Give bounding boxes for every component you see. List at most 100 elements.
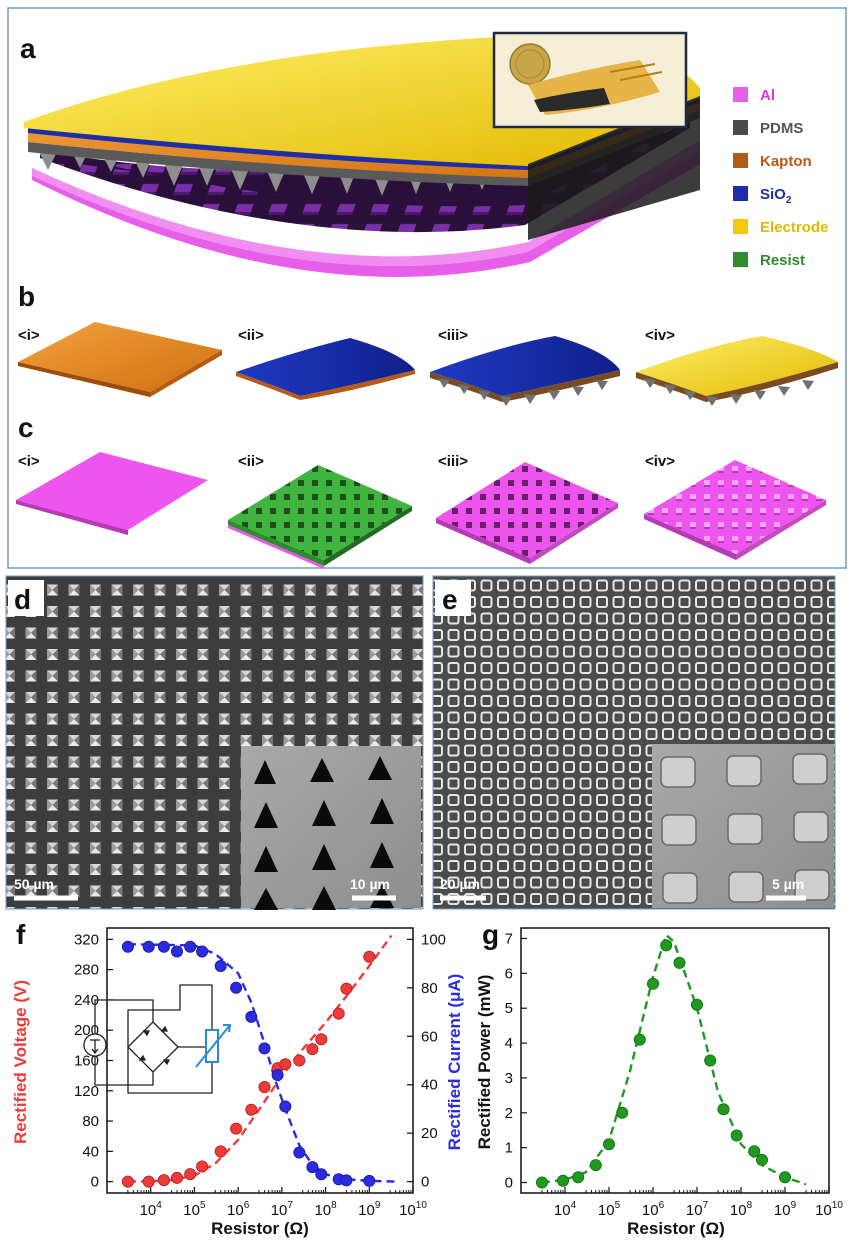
data-point: [142, 940, 155, 953]
data-point: [572, 1171, 585, 1184]
step-label: <ii>: [238, 327, 264, 344]
x-tick-label: 105: [598, 1200, 621, 1219]
data-point: [214, 960, 227, 973]
y-tick-label: 3: [505, 1070, 513, 1087]
y-axis-title-left: Rectified Voltage (V): [11, 980, 30, 1144]
x-tick-label: 106: [227, 1200, 250, 1219]
step-label: <iv>: [645, 453, 675, 470]
sio2-coated-sheet: [236, 338, 415, 396]
panel-label-a: a: [20, 33, 36, 64]
data-point: [633, 1033, 646, 1046]
pyramid-inset-array: [254, 756, 394, 910]
y-tick-label: 0: [91, 1174, 99, 1191]
y-tick-label: 240: [74, 992, 99, 1009]
data-point: [717, 1103, 730, 1116]
data-point: [121, 940, 134, 953]
process-b: <i> <ii> <iii> <iv>: [18, 322, 838, 406]
fit-line: [127, 934, 393, 1183]
svg-text:10 µm: 10 µm: [350, 876, 390, 892]
svg-text:50 µm: 50 µm: [14, 876, 54, 892]
device-photo-inset: [492, 31, 688, 129]
legend-swatch: [733, 219, 748, 234]
legend-item-resist: Resist: [733, 252, 805, 269]
x-tick-label: 1010: [399, 1200, 427, 1219]
data-point: [142, 1175, 155, 1188]
data-point: [603, 1138, 616, 1151]
x-axis-title-f: Resistor (Ω): [211, 1219, 309, 1238]
legend-item-pdms: PDMS: [733, 120, 803, 137]
bridge-rectifier-icon: [127, 1021, 179, 1073]
data-point: [196, 1160, 209, 1173]
data-point: [121, 1175, 134, 1188]
svg-text:Resist: Resist: [760, 252, 805, 269]
electrode-coated-sheet: [636, 336, 838, 396]
data-point: [306, 1161, 319, 1174]
panel-label-d: d: [14, 584, 31, 615]
x-axis-title-g: Resistor (Ω): [627, 1219, 725, 1238]
legend-swatch: [733, 120, 748, 135]
data-point: [340, 982, 353, 995]
data-point: [157, 1174, 170, 1187]
data-point: [293, 1146, 306, 1159]
legend-item-electrode: Electrode: [733, 219, 828, 236]
data-point: [315, 1168, 328, 1181]
data-point: [589, 1159, 602, 1172]
y-tick-label: 5: [505, 1000, 513, 1017]
data-point: [258, 1081, 271, 1094]
fits-g: [541, 932, 807, 1186]
x-tick-label: 109: [774, 1200, 797, 1219]
svg-text:20 µm: 20 µm: [440, 876, 480, 892]
y-tick-label: 80: [82, 1113, 99, 1130]
data-point: [245, 1010, 258, 1023]
svg-text:5 µm: 5 µm: [772, 876, 804, 892]
y-tick-label: 0: [505, 1175, 513, 1192]
data-point: [363, 1174, 376, 1187]
data-point: [170, 945, 183, 958]
data-point: [279, 1100, 292, 1113]
x-tick-label: 108: [314, 1200, 337, 1219]
data-point: [557, 1174, 570, 1187]
data-point: [748, 1145, 761, 1158]
y-tick-label: 1: [505, 1140, 513, 1157]
step-label: <i>: [18, 327, 40, 344]
data-point: [271, 1069, 284, 1082]
legend-swatch: [733, 153, 748, 168]
data-point: [214, 1145, 227, 1158]
circuit-inset: [83, 984, 232, 1094]
x-tick-label: 106: [642, 1200, 665, 1219]
legend-swatch: [733, 252, 748, 267]
svg-text:Electrode: Electrode: [760, 219, 828, 236]
data-point: [756, 1153, 769, 1166]
step-label: <i>: [18, 453, 40, 470]
panel-label-e: e: [442, 584, 458, 615]
x-tick-label: 107: [271, 1200, 294, 1219]
fit-line: [127, 943, 396, 1183]
kapton-sheet: [18, 322, 222, 392]
y-axis-title-right: Rectified Current (μA): [445, 974, 464, 1151]
y-tick-label: 40: [82, 1143, 99, 1160]
sem-panel-e: e 20 µm 5 µm: [432, 575, 836, 910]
sem-panel-d: d 50 µm 10 µm: [5, 575, 424, 910]
step-label: <iii>: [438, 453, 468, 470]
resist-patterned-sheet: [228, 465, 412, 560]
legend-item-kapton: Kapton: [733, 153, 812, 170]
y-tick-label: 280: [74, 962, 99, 979]
data-point: [306, 1043, 319, 1056]
y-tick-label: 100: [421, 931, 446, 948]
y-tick-label: 320: [74, 931, 99, 948]
process-c: <i> <ii> <iii> <iv>: [16, 452, 826, 569]
data-point: [704, 1054, 717, 1067]
data-point: [660, 939, 673, 952]
data-point: [730, 1129, 743, 1142]
layer-legend: Al PDMS Kapton SiO2 Electrode Resist: [733, 87, 828, 269]
fits-f: [127, 934, 396, 1183]
y-axis-title-g: Rectified Power (mW): [475, 975, 494, 1150]
data-point: [647, 977, 660, 990]
svg-text:PDMS: PDMS: [760, 120, 803, 137]
legend-item-al: Al: [733, 87, 775, 104]
panel-label-g: g: [482, 919, 499, 950]
